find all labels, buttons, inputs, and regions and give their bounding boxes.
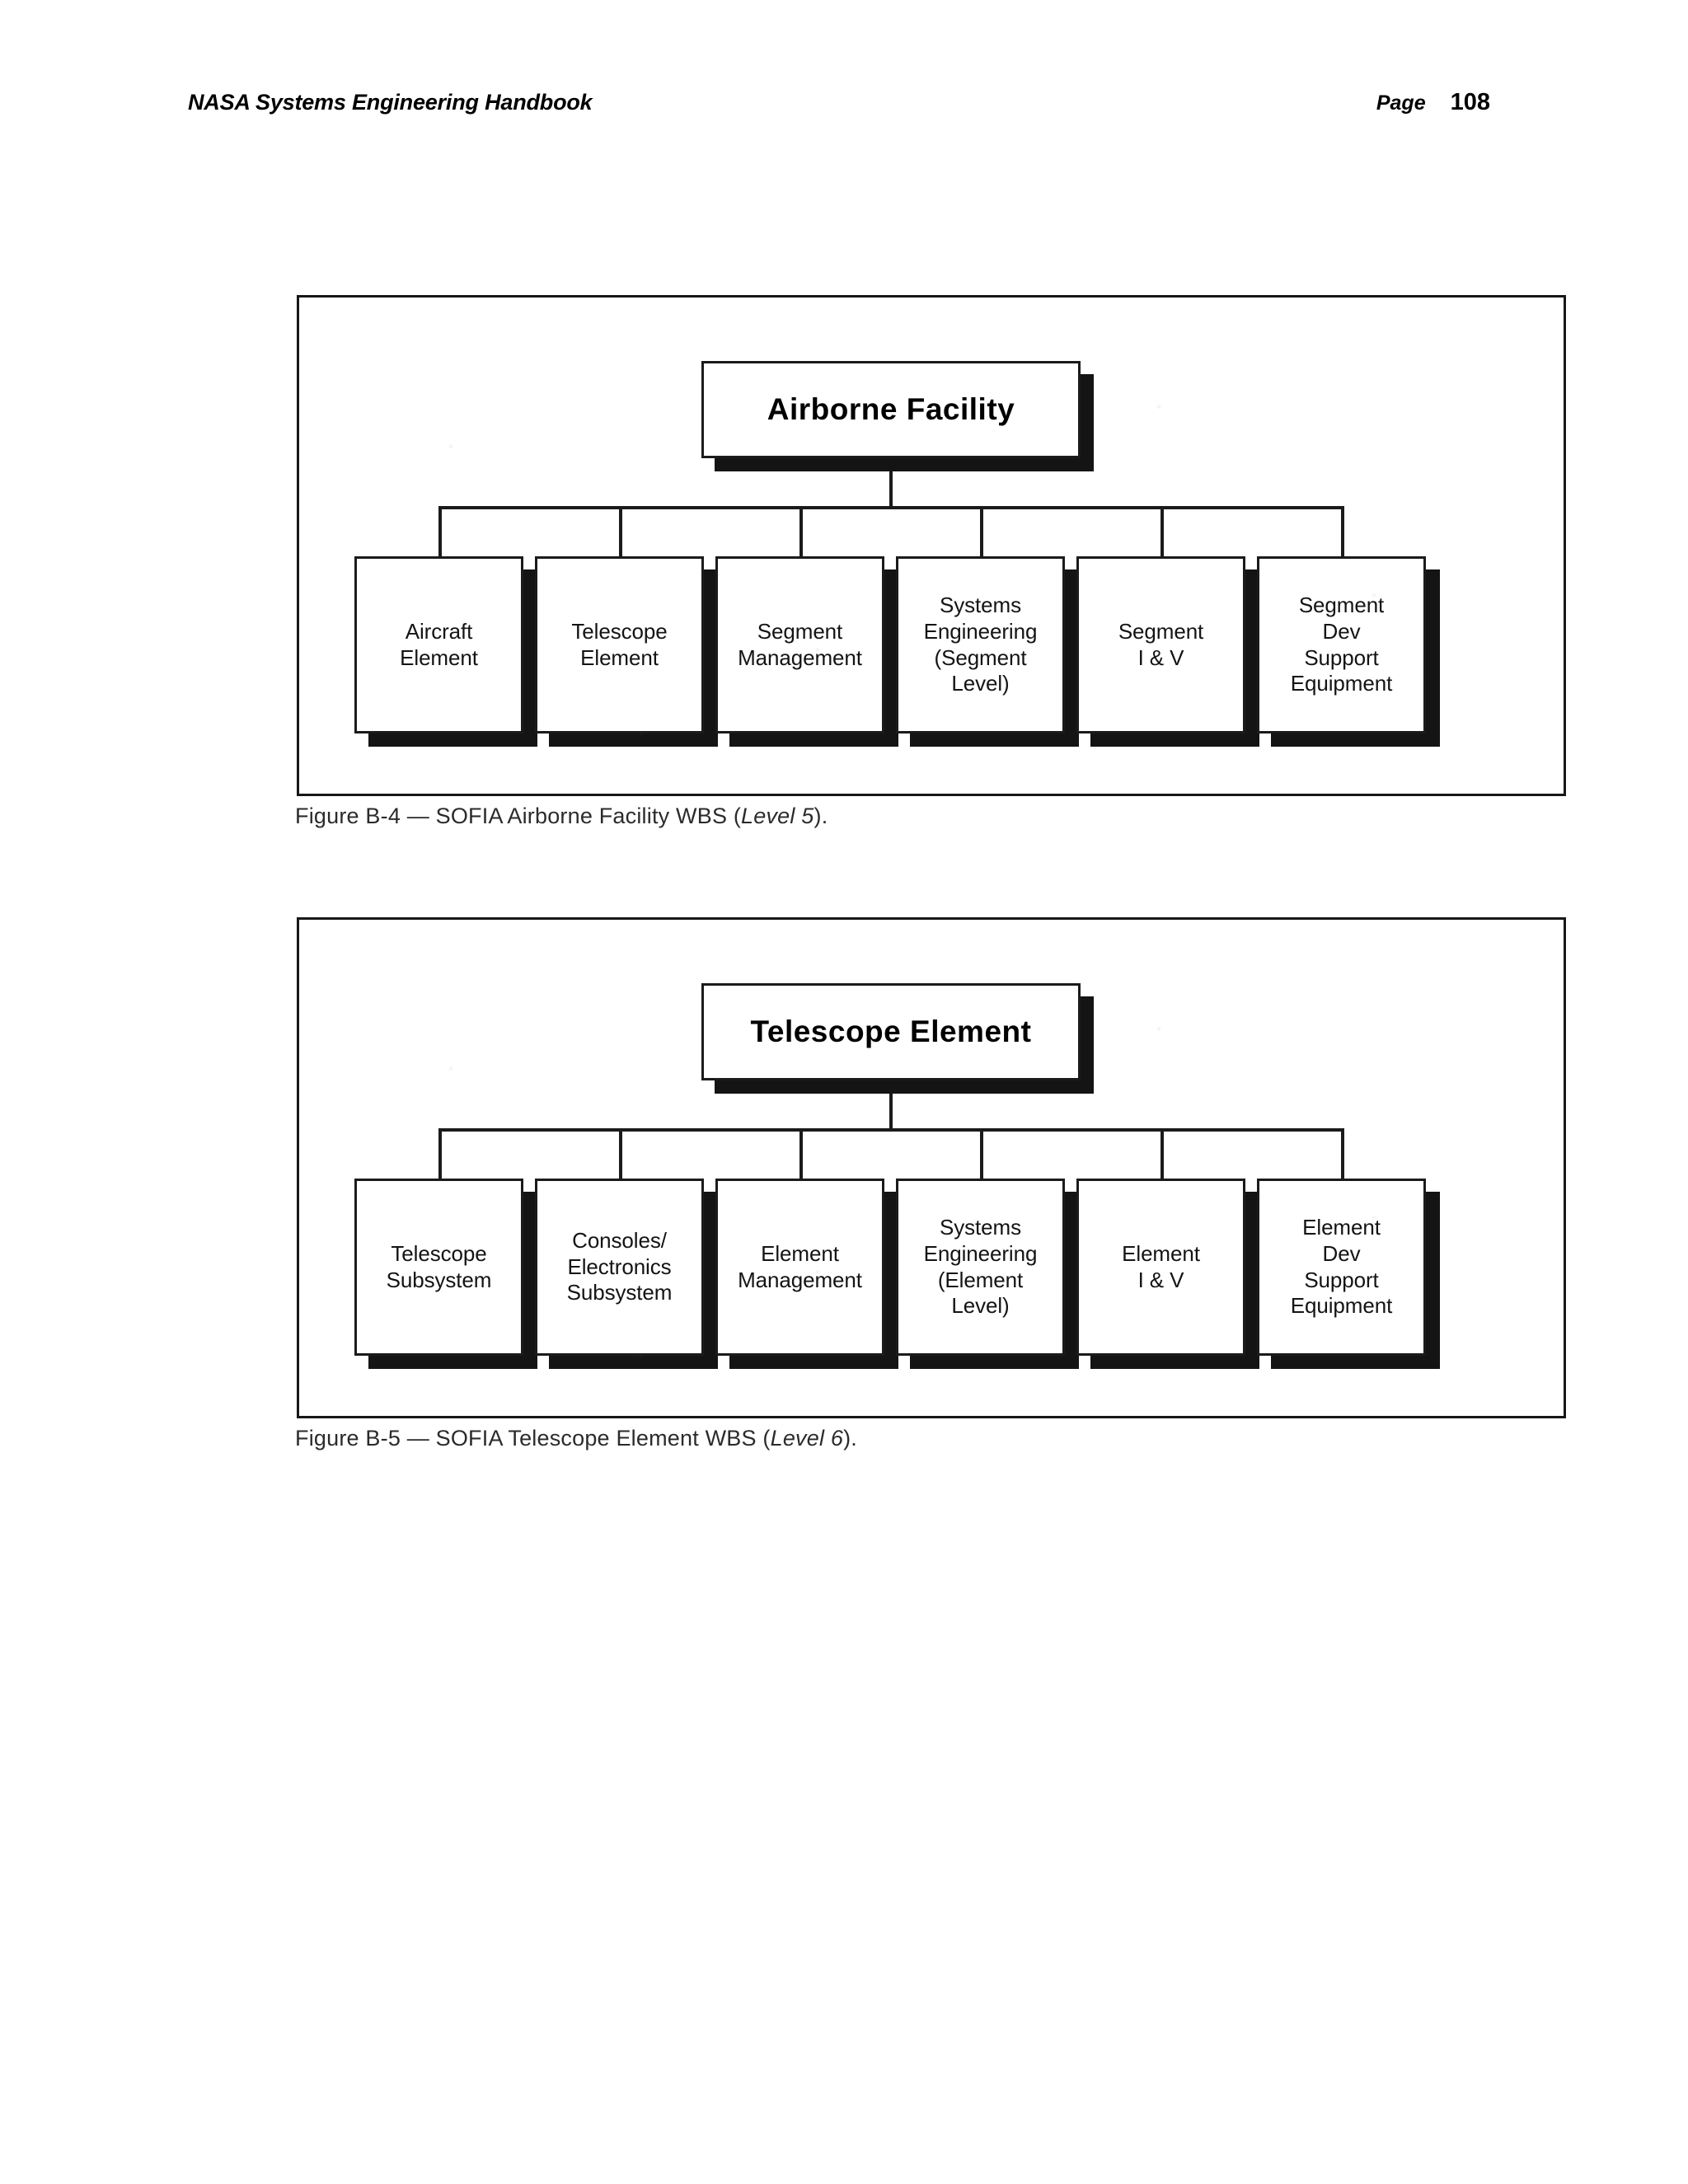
- wbs-child-label-4: Systems Engineering (Segment Level): [923, 593, 1038, 696]
- page-number-group: Page 108: [1376, 89, 1490, 116]
- wbs-child-node-5[interactable]: Segment I & V: [1076, 556, 1245, 733]
- sibling-bus-horizontal: [438, 506, 1342, 509]
- child-connector-5: [1160, 506, 1164, 556]
- figure-2-caption: Figure B-5 — SOFIA Telescope Element WBS…: [295, 1426, 857, 1451]
- wbs-child-node-6[interactable]: Element Dev Support Equipment: [1257, 1179, 1426, 1356]
- child-connector-2: [619, 1128, 622, 1179]
- wbs-child-label-5: Segment I & V: [1118, 618, 1204, 670]
- child-connector-3: [799, 1128, 803, 1179]
- figure-2-caption-suffix: ).: [843, 1426, 857, 1451]
- wbs-root-node-telescope-element[interactable]: Telescope Element: [701, 983, 1081, 1080]
- page-header: NASA Systems Engineering Handbook Page 1…: [188, 89, 1490, 125]
- child-connector-6: [1341, 506, 1344, 556]
- figure-1-caption-suffix: ).: [814, 804, 828, 828]
- page-number: 108: [1450, 89, 1490, 115]
- wbs-child-label-1: Aircraft Element: [400, 618, 478, 670]
- wbs-child-node-2[interactable]: Consoles/ Electronics Subsystem: [535, 1179, 704, 1356]
- wbs-child-node-4[interactable]: Systems Engineering (Element Level): [896, 1179, 1065, 1356]
- root-connector-vertical: [889, 471, 893, 508]
- figure-1-caption: Figure B-4 — SOFIA Airborne Facility WBS…: [295, 804, 828, 829]
- wbs-child-node-6[interactable]: Segment Dev Support Equipment: [1257, 556, 1426, 733]
- figure-2-caption-level: Level 6: [770, 1426, 844, 1451]
- wbs-child-label-5: Element I & V: [1122, 1240, 1200, 1292]
- child-connector-1: [438, 1128, 442, 1179]
- child-connector-4: [980, 1128, 983, 1179]
- wbs-child-label-4: Systems Engineering (Element Level): [923, 1215, 1038, 1319]
- wbs-child-label-3: Element Management: [738, 1240, 862, 1292]
- wbs-child-label-1: Telescope Subsystem: [386, 1240, 492, 1292]
- figure-1-caption-level: Level 5: [741, 804, 814, 828]
- wbs-child-node-4[interactable]: Systems Engineering (Segment Level): [896, 556, 1065, 733]
- child-connector-4: [980, 506, 983, 556]
- wbs-child-node-5[interactable]: Element I & V: [1076, 1179, 1245, 1356]
- wbs-root-node-airborne-facility[interactable]: Airborne Facility: [701, 361, 1081, 458]
- wbs-root-label: Airborne Facility: [767, 391, 1015, 426]
- wbs-child-node-3[interactable]: Segment Management: [715, 556, 884, 733]
- wbs-child-label-6: Segment Dev Support Equipment: [1290, 593, 1393, 696]
- wbs-child-node-3[interactable]: Element Management: [715, 1179, 884, 1356]
- wbs-root-label: Telescope Element: [750, 1014, 1032, 1048]
- wbs-child-node-1[interactable]: Telescope Subsystem: [354, 1179, 523, 1356]
- child-connector-5: [1160, 1128, 1164, 1179]
- child-connector-2: [619, 506, 622, 556]
- sibling-bus-horizontal: [438, 1128, 1342, 1132]
- root-connector-vertical: [889, 1094, 893, 1130]
- figure-1-frame: Airborne Facility Aircraft Element Teles…: [297, 295, 1566, 796]
- wbs-child-label-2: Consoles/ Electronics Subsystem: [566, 1227, 673, 1305]
- figure-2-frame: Telescope Element Telescope Subsystem Co…: [297, 917, 1566, 1418]
- child-connector-6: [1341, 1128, 1344, 1179]
- wbs-child-node-1[interactable]: Aircraft Element: [354, 556, 523, 733]
- handbook-title: NASA Systems Engineering Handbook: [188, 90, 593, 115]
- wbs-child-label-6: Element Dev Support Equipment: [1290, 1215, 1393, 1319]
- wbs-child-label-3: Segment Management: [738, 618, 862, 670]
- figure-2-caption-prefix: Figure B-5 — SOFIA Telescope Element WBS…: [295, 1426, 771, 1451]
- page-label: Page: [1376, 91, 1426, 115]
- wbs-child-node-2[interactable]: Telescope Element: [535, 556, 704, 733]
- child-connector-3: [799, 506, 803, 556]
- wbs-diagram-telescope-element: Telescope Element Telescope Subsystem Co…: [299, 920, 1564, 1416]
- figure-1-caption-prefix: Figure B-4 — SOFIA Airborne Facility WBS…: [295, 804, 742, 828]
- wbs-diagram-airborne-facility: Airborne Facility Aircraft Element Teles…: [299, 298, 1564, 794]
- child-connector-1: [438, 506, 442, 556]
- wbs-child-label-2: Telescope Element: [571, 618, 668, 670]
